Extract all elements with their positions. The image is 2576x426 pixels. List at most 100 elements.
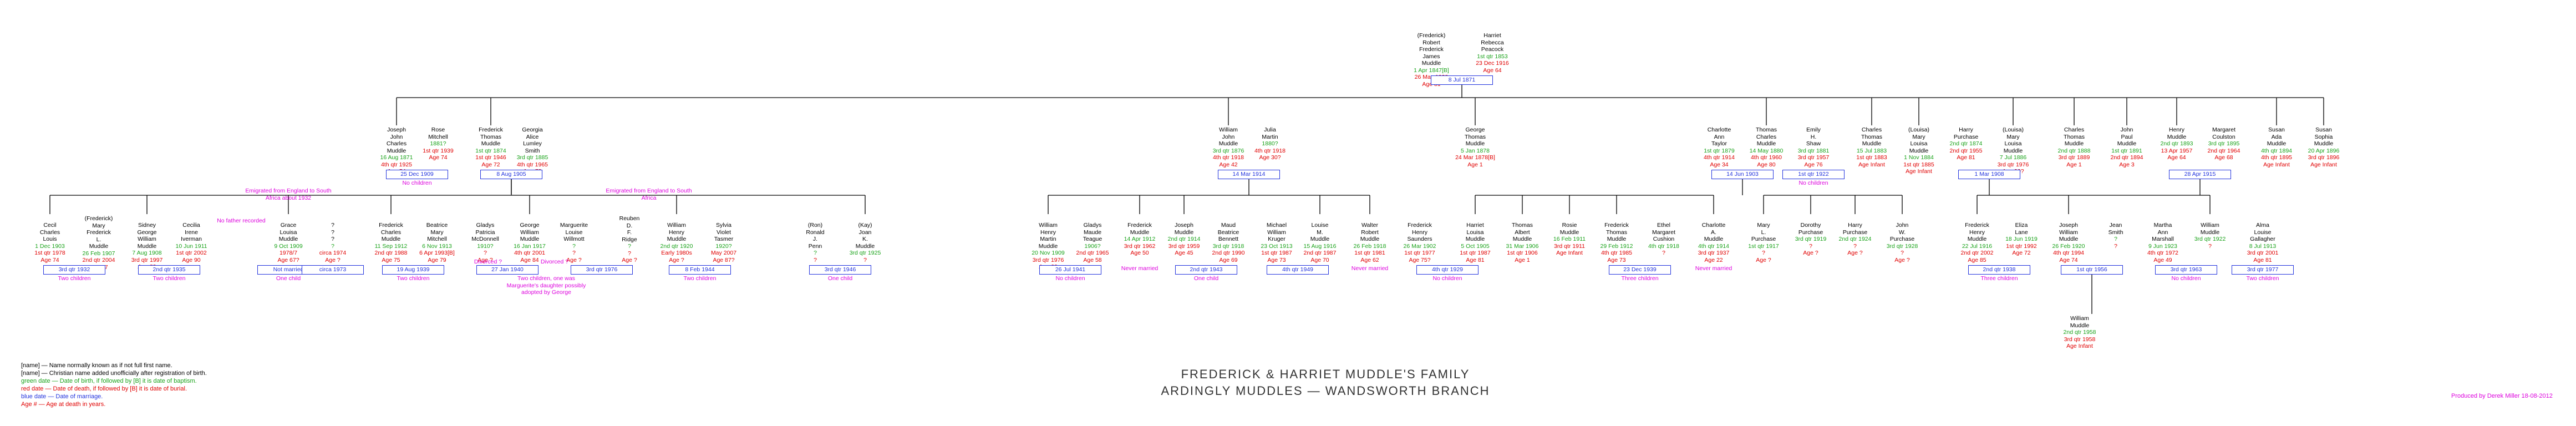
person-name-part: Henry [2168, 126, 2184, 133]
birth-date: 3rd qtr 1919 [1795, 236, 1827, 242]
marriage-date-box: 3rd qtr 1932 [43, 265, 105, 275]
person-name-part: Mary [92, 222, 105, 229]
person-name-part: Joseph [2059, 222, 2078, 229]
birth-date: 14 May 1880 [1749, 147, 1784, 154]
person-name-part: Willmott [563, 236, 585, 242]
person-name-part: Muddle [1218, 140, 1238, 147]
age-at-death: Age 85 [1968, 256, 1986, 263]
person-name-part: L. [96, 236, 101, 243]
person-name-part: William [1267, 229, 1286, 236]
person-name-part: Muddle [1909, 147, 1929, 154]
person-name-part: Robert [1361, 229, 1379, 236]
death-date: 1st qtr 1977 [1404, 250, 1435, 256]
person-name-part: Charles [1756, 133, 1777, 140]
marriage-date-box: 3rd qtr 1976 [571, 265, 633, 275]
person-name-part: Muddle [2117, 140, 2137, 147]
marriage-date-box: 26 Jul 1941 [1039, 265, 1101, 275]
person-name-part: George [137, 229, 157, 236]
age-at-death: Age 75 [382, 256, 400, 263]
person-name-part: Louise [2254, 229, 2272, 236]
age-at-death: Age 80 [1757, 161, 1776, 168]
person-name-part: Frederick [1604, 222, 1629, 229]
birth-date: 20 Apr 1896 [2308, 147, 2340, 154]
birth-date: 29 Feb 1912 [1600, 242, 1633, 250]
person-name-part: Charles [39, 229, 60, 236]
person-name-part: K. [862, 236, 868, 242]
death-date: 1st qtr 1981 [1354, 250, 1385, 256]
birth-date: 1 Nov 1884 [1904, 154, 1934, 161]
age-at-death: Age 67? [277, 256, 299, 263]
age-at-death: Age Infant [1906, 168, 1932, 175]
marriage-date-box: 2nd qtr 1943 [1175, 265, 1237, 275]
age-at-death: Age 34 [1710, 161, 1729, 168]
age-at-death: Age 22 [1704, 256, 1723, 263]
birth-date: 10 Jun 1911 [175, 242, 207, 250]
family-note: No children [1055, 275, 1085, 282]
birth-date: 5 Jan 1878 [1461, 147, 1490, 154]
birth-date: 15 Jul 1883 [1856, 147, 1887, 154]
marriage-date-box: 23 Dec 1939 [1609, 265, 1671, 275]
person-name-part: Muddle [1465, 140, 1485, 147]
person-name-part: Rebecca [1481, 39, 1504, 46]
person-name-part: Ada [2271, 133, 2282, 140]
person-name-part: Louisa [280, 229, 297, 236]
person-name-part: Lane [2015, 229, 2028, 236]
death-date: 3rd qtr 2001 [2247, 250, 2279, 256]
family-note: Two children, one was Marguerite's daugh… [506, 275, 586, 296]
legend-item: red date — Date of death, if followed by… [21, 386, 187, 392]
death-date: Early 1980s [661, 250, 692, 256]
birth-date: 3rd qtr 1895 [2208, 140, 2240, 147]
person-name-part: Louisa [1466, 229, 1484, 236]
family-note: Two children [58, 275, 91, 282]
person-name-part: Frederick [87, 229, 111, 236]
person-name-part: A. [1711, 229, 1716, 236]
age-at-death: Age 74 [40, 256, 59, 263]
birth-date: 2nd qtr 1888 [2057, 147, 2091, 154]
family-note: Two children [683, 275, 717, 282]
age-at-death: Age 3 [2119, 161, 2135, 168]
family-note: Never married [1121, 265, 1159, 272]
person-name-part: L. [1761, 229, 1766, 236]
family-note: Three children [1621, 275, 1659, 282]
age-at-death: Age 73 [1607, 256, 1626, 263]
birth-date: ? [814, 250, 817, 256]
birth-date: 8 Jul 1913 [2249, 242, 2277, 250]
age-at-death: Age 79 [428, 256, 446, 263]
birth-date: 1 Dec 1903 [35, 242, 65, 250]
death-date: 4th qtr 1972 [2147, 250, 2179, 256]
person-name-part: Muddle [2070, 322, 2090, 329]
age-at-death: Age 1 [1515, 256, 1530, 263]
birth-date: 15 Aug 1916 [1303, 242, 1337, 250]
death-date: 2nd qtr 1964 [2207, 147, 2240, 154]
marriage-date-box: 3rd qtr 1977 [2232, 265, 2294, 275]
person-name-part: Taylor [1711, 140, 1727, 147]
person-name-part: Michael [1266, 222, 1287, 229]
person-name-part: J. [812, 236, 818, 242]
death-date: 3rd qtr 1957 [1797, 154, 1830, 161]
person-name-part: Mary [2006, 133, 2020, 140]
person-name-part: Muddle [1360, 236, 1380, 242]
person-name-part: Julia [1264, 126, 1276, 133]
marriage-date-box: 4th qtr 1949 [1267, 265, 1329, 275]
death-date: 1st qtr 1883 [1856, 154, 1887, 161]
birth-date: 26 Feb 1907 [82, 250, 115, 257]
family-note: Three children [1980, 275, 2018, 282]
person-name-part: John [390, 133, 403, 140]
